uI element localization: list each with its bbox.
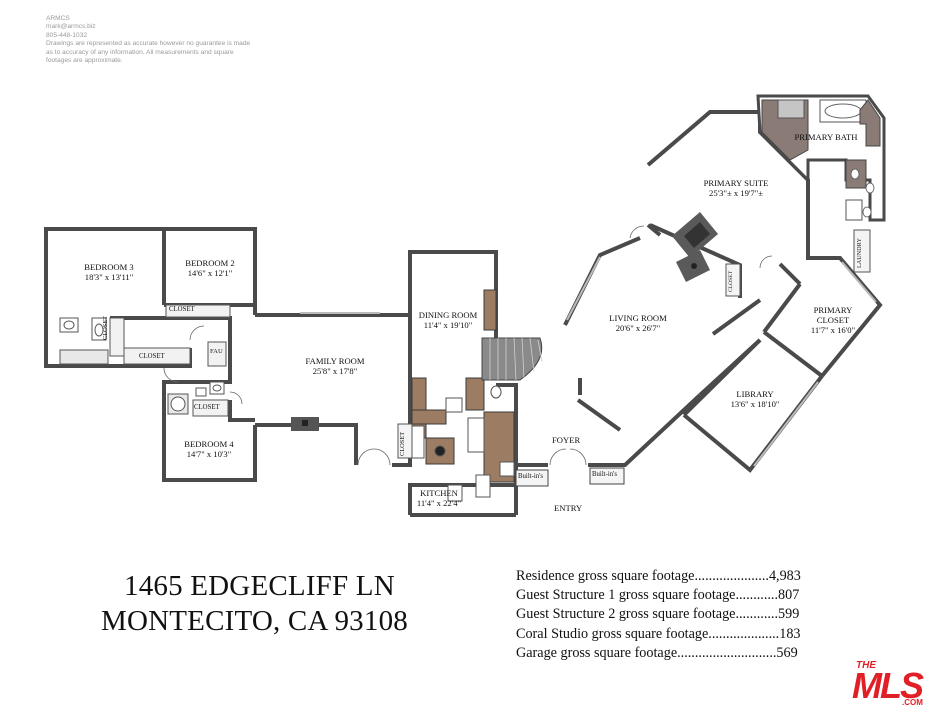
room-dims: 25'8" x 17'8"	[312, 366, 358, 376]
disclaimer-line: Drawings are represented as accurate how…	[46, 40, 251, 48]
primary-closet-label: PRIMARY CLOSET 11'7" x 16'0"	[800, 305, 866, 335]
builtins-right	[589, 467, 625, 485]
living-room-label: LIVING ROOM 20'6" x 26'7"	[597, 313, 679, 333]
library-window	[753, 381, 819, 467]
primary-bath-label: PRIMARY BATH	[784, 132, 868, 142]
room-name: BEDROOM 3	[84, 262, 134, 272]
laundry-closet	[853, 229, 871, 273]
company-email: mark@armcs.biz	[46, 23, 96, 31]
builtins-left	[515, 469, 549, 487]
room-name: CLOSET	[816, 315, 850, 325]
mls-logo: THE MLS .COM	[850, 660, 928, 710]
room-dims: 11'7" x 16'0"	[810, 325, 856, 335]
room-name: DINING ROOM	[418, 310, 478, 320]
family-room-doors	[357, 448, 391, 466]
library-label: LIBRARY 13'6" x 18'10"	[722, 389, 788, 409]
credits-block: ARMCS mark@armcs.biz 805-448-1032 Drawin…	[46, 15, 250, 65]
laundry-label: LAUNDRY	[856, 238, 863, 268]
fau-label: FAU	[210, 348, 223, 355]
primary-suite-doors	[629, 225, 773, 269]
room-dims: 14'6" x 12'1"	[187, 268, 233, 278]
room-name: PRIMARY BATH	[794, 132, 858, 142]
living-fireplace	[672, 212, 718, 282]
bedroom-wing-doors	[163, 325, 243, 405]
square-footage-list: Residence gross square footage..........…	[516, 567, 801, 663]
disclaimer-line: as to accuracy of any information. All m…	[46, 48, 234, 56]
address-line-1: 1465 EDGECLIFF LN	[124, 570, 395, 602]
bedroom-wing-fixtures	[59, 304, 231, 417]
kitchen-label: KITCHEN 11'4" x 22'4"	[411, 488, 467, 508]
room-dims: 18'3" x 13'11"	[84, 272, 134, 282]
closet-label-bed3: CLOSET	[102, 315, 109, 340]
bedroom3-label: BEDROOM 3 18'3" x 13'11"	[70, 262, 148, 282]
sqft-garage: Garage gross square footage.............…	[516, 644, 798, 661]
disclaimer-line: footages are approximate.	[46, 57, 123, 65]
room-dims: 14'7" x 10'3"	[186, 449, 232, 459]
mls-logo-mls: MLS	[852, 665, 924, 706]
room-dims: 13'6" x 18'10"	[730, 399, 780, 409]
bedroom2-label: BEDROOM 2 14'6" x 12'1"	[172, 258, 248, 278]
sqft-coral-studio: Coral Studio gross square footage.......…	[516, 625, 801, 642]
room-name: FAMILY ROOM	[305, 356, 365, 366]
room-dims: 20'6" x 26'7"	[615, 323, 661, 333]
room-name: LIBRARY	[736, 389, 774, 399]
family-room-label: FAMILY ROOM 25'8" x 17'8"	[292, 356, 378, 376]
primary-closet-walls	[762, 230, 883, 378]
room-dims: 25'3"± x 19'7"±	[709, 188, 763, 198]
room-name: PRIMARY	[813, 305, 853, 315]
room-name: PRIMARY SUITE	[703, 178, 769, 188]
sqft-guest-2: Guest Structure 2 gross square footage..…	[516, 606, 800, 623]
bedroom-wing-walls	[44, 227, 257, 482]
kitchen-appliances	[411, 385, 515, 502]
foyer-label: FOYER	[552, 435, 581, 445]
primary-suite-label: PRIMARY SUITE 25'3"± x 19'7"±	[690, 178, 782, 198]
closet-window	[841, 261, 877, 303]
closet-label-bed2: CLOSET	[169, 306, 195, 313]
primary-bath	[756, 94, 886, 222]
builtins-label-right: Built-in's	[592, 471, 618, 478]
closet-label-kitchen: CLOSET	[399, 431, 406, 456]
stairs	[481, 337, 543, 381]
entry-label: ENTRY	[554, 503, 583, 513]
kitchen-counters	[411, 289, 515, 483]
builtins-label-left: Built-in's	[518, 473, 544, 480]
living-window	[566, 256, 601, 321]
room-name: BEDROOM 4	[184, 439, 234, 449]
room-dims: 11'4" x 22'4"	[416, 498, 462, 508]
kitchen-closet	[397, 423, 413, 459]
address-line-2: MONTECITO, CA 93108	[101, 605, 408, 637]
room-name: BEDROOM 2	[185, 258, 235, 268]
closet-label-living: CLOSET	[728, 270, 734, 292]
room-name: LIVING ROOM	[609, 313, 667, 323]
closet-label-bed4: CLOSET	[194, 404, 220, 411]
entry-doors	[549, 448, 587, 466]
sqft-residence: Residence gross square footage..........…	[516, 568, 801, 584]
company-name: ARMCS	[46, 15, 70, 22]
company-phone: 805-448-1032	[46, 31, 88, 39]
foyer-walls	[516, 393, 702, 467]
closet-label-hall: CLOSET	[139, 353, 165, 360]
sqft-guest-1: Guest Structure 1 gross square footage..…	[516, 587, 800, 604]
mls-logo-com: .COM	[902, 698, 923, 707]
room-dims: 11'4" x 19'10"	[423, 320, 473, 330]
bedroom4-label: BEDROOM 4 14'7" x 10'3"	[170, 439, 248, 459]
dining-room-label: DINING ROOM 11'4" x 19'10"	[411, 310, 485, 330]
living-closet	[725, 263, 741, 297]
mls-logo-the: THE	[856, 660, 876, 671]
room-name: KITCHEN	[420, 488, 458, 498]
